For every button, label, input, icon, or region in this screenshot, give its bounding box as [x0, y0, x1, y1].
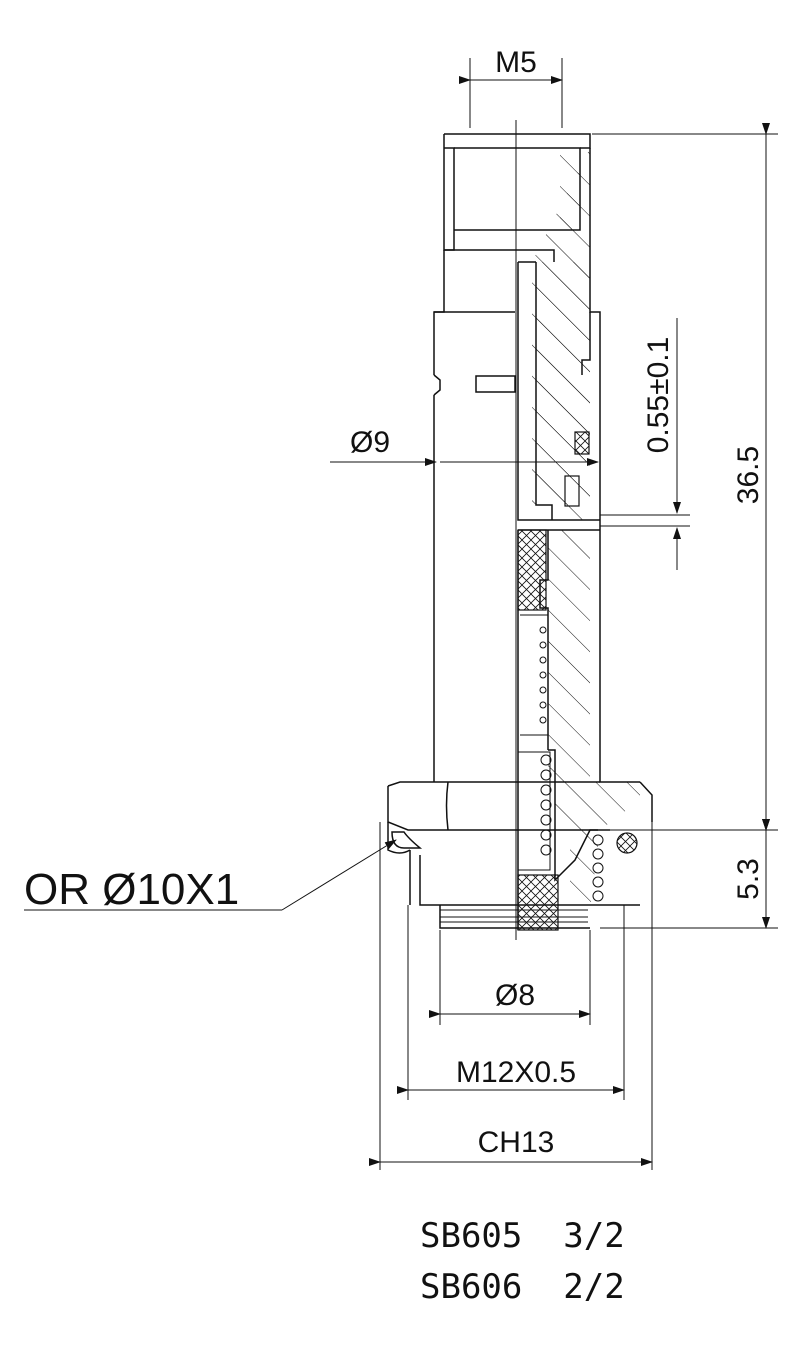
label-len-total: 36.5	[732, 446, 765, 504]
label-phi9: Ø9	[350, 426, 390, 459]
label-gap: 0.55±0.1	[642, 337, 675, 454]
hex-nut	[387, 781, 653, 906]
dim-hex: CH13	[369, 822, 653, 1170]
label-len-short: 5.3	[732, 858, 765, 900]
label-hex: CH13	[478, 1126, 555, 1159]
label-thread: M12X0.5	[456, 1056, 576, 1089]
model-captions: SB605 3/2 SB606 2/2	[420, 1216, 625, 1307]
dim-short-length: 5.3	[600, 819, 778, 929]
model-line: SB605 3/2	[420, 1216, 625, 1256]
spring-lower	[518, 751, 552, 871]
label-phi8: Ø8	[495, 979, 535, 1012]
label-oring: OR Ø10X1	[24, 865, 239, 914]
dim-total-length: 36.5	[592, 123, 778, 831]
model-line: SB606 2/2	[420, 1267, 625, 1307]
section-hatch	[517, 148, 640, 930]
seal-upper	[564, 431, 590, 507]
seal-packing-lower	[517, 874, 559, 931]
thread-end	[439, 905, 590, 929]
dim-oring: OR Ø10X1	[24, 839, 397, 914]
dim-m5: M5	[459, 46, 563, 128]
oring-right	[616, 832, 638, 854]
spring-upper	[520, 614, 549, 736]
dim-gap: 0.55±0.1	[600, 318, 690, 570]
dim-thread: M12X0.5	[397, 905, 625, 1100]
spring-right	[592, 834, 604, 902]
label-m5: M5	[495, 46, 537, 79]
dim-phi8: Ø8	[429, 930, 591, 1025]
oring-left	[391, 831, 423, 849]
dim-phi9: Ø9	[330, 426, 599, 466]
seal-packing-upper	[517, 529, 547, 611]
